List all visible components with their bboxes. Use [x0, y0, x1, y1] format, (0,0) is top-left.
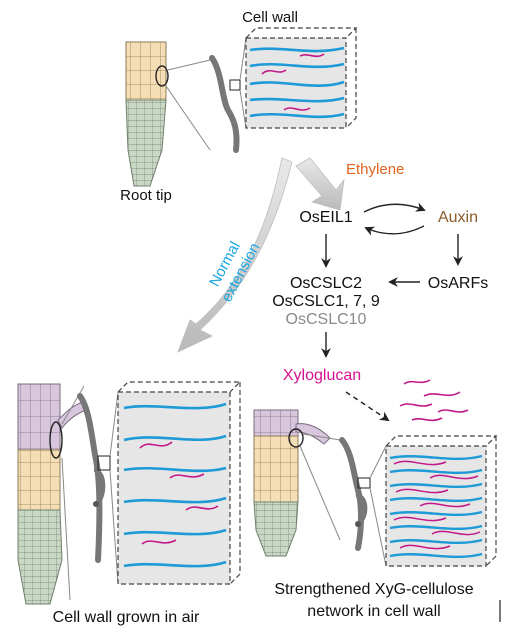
bottom-left-root-illustration	[17, 383, 87, 605]
cell-wall-air-label: Cell wall grown in air	[53, 609, 200, 626]
strengthened-line1-label: Strengthened XyG-cellulose	[274, 581, 473, 598]
osarfs-label: OsARFs	[428, 275, 488, 292]
root-tip-illustration	[125, 41, 211, 187]
top-cellulose-box	[245, 27, 358, 129]
oscslc10-label: OsCSLC10	[286, 311, 367, 328]
bottom-right-cellulose-box	[385, 435, 498, 567]
oseil1-auxin-exchange	[363, 202, 426, 236]
oscslc2-label: OsCSLC2	[290, 275, 362, 292]
top-cell-wall-illustration	[209, 27, 358, 153]
free-xyloglucan-strands	[399, 379, 469, 422]
strengthened-line2-label: network in cell wall	[307, 603, 440, 620]
ethylene-label: Ethylene	[346, 161, 404, 178]
bottom-left-cell-wall-illustration	[77, 381, 242, 585]
root-tip-label: Root tip	[120, 187, 172, 204]
xyloglucan-dashed-arrow	[345, 391, 390, 422]
auxin-label: Auxin	[438, 209, 478, 226]
cell-wall-label: Cell wall	[242, 9, 298, 26]
ethylene-arrow	[295, 157, 345, 211]
bottom-right-root-illustration	[253, 409, 341, 557]
bottom-left-cellulose-box	[117, 381, 242, 585]
bottom-right-cell-wall-illustration	[339, 435, 498, 567]
normal-extension-label: Normal extension	[206, 239, 263, 305]
oscslc179-label: OsCSLC1, 7, 9	[272, 293, 380, 310]
xyloglucan-label: Xyloglucan	[283, 367, 361, 384]
normal-extension-arrow	[177, 157, 293, 353]
oseil1-label: OsEIL1	[299, 209, 352, 226]
